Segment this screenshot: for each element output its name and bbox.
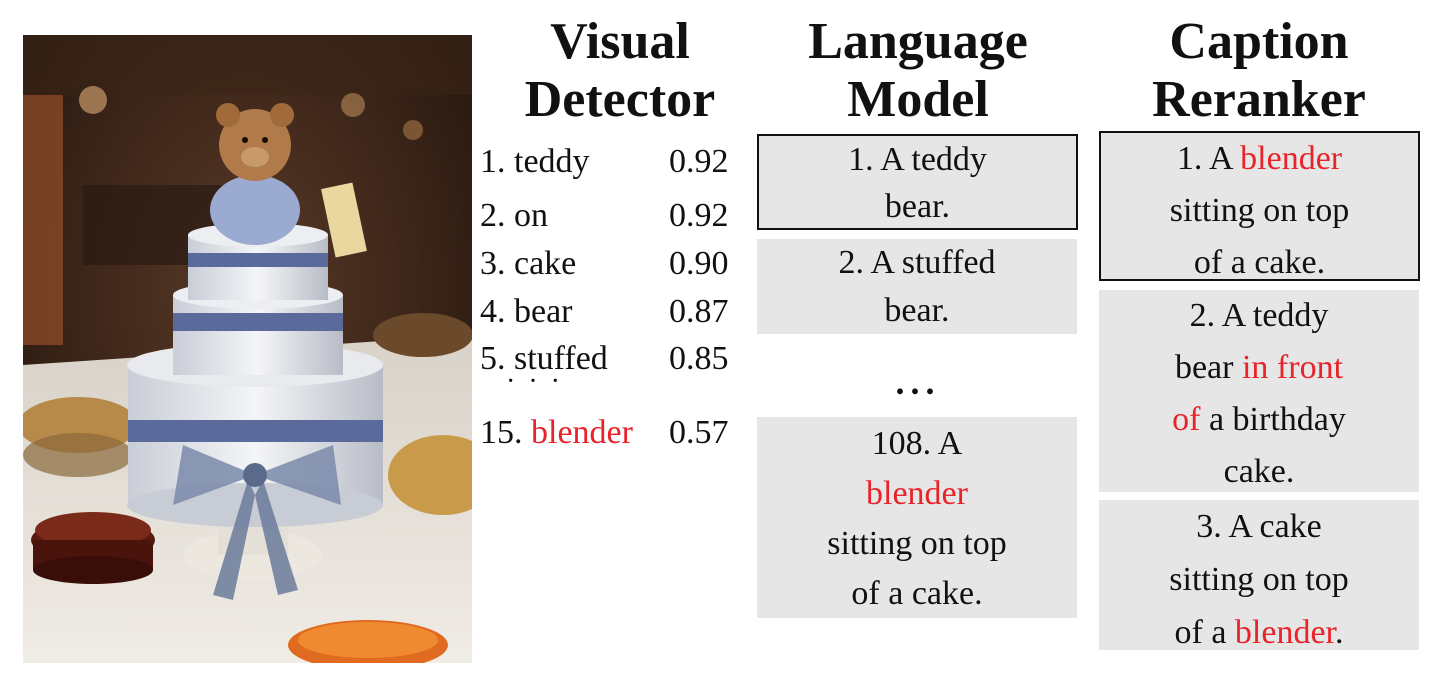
heading-line: Visual xyxy=(550,13,690,70)
detector-word: 4. bear xyxy=(480,293,573,330)
caption-line: of a cake. xyxy=(851,575,983,612)
language-model-ellipsis: ... xyxy=(895,362,941,402)
caption-highlight: blender xyxy=(1234,614,1335,651)
caption-reranker-heading: Caption Reranker xyxy=(1100,13,1418,129)
caption-line: sitting on top xyxy=(827,525,1007,562)
caption-line: 2. A teddy xyxy=(1189,297,1329,334)
caption-text: . xyxy=(1335,614,1344,651)
detector-word-highlight: blender xyxy=(531,414,633,451)
caption-highlight: in front xyxy=(1241,349,1344,386)
reranker-caption: 2. A teddy bear in front of a birthday c… xyxy=(1099,290,1419,492)
language-model-caption-selected: 1. A teddy bear. xyxy=(757,134,1078,230)
caption-text: of a xyxy=(1174,614,1235,651)
caption-line: sitting on top xyxy=(1169,561,1349,598)
heading-line: Detector xyxy=(524,71,716,128)
caption-line: of a cake. xyxy=(1193,244,1326,281)
caption-line: of a birthday xyxy=(1172,401,1346,438)
heading-line: Language xyxy=(808,13,1028,70)
caption-highlight: blender xyxy=(1240,140,1343,177)
caption-line: bear in front xyxy=(1175,349,1343,386)
detector-word: 2. on xyxy=(480,197,548,234)
visual-detector-heading: Visual Detector xyxy=(495,13,745,129)
heading-line: Caption xyxy=(1169,13,1349,70)
caption-line: bear. xyxy=(884,188,951,225)
caption-line: cake. xyxy=(1223,453,1295,490)
detector-score: 0.87 xyxy=(669,293,729,330)
language-model-caption: 2. A stuffed bear. xyxy=(757,239,1077,334)
language-model-heading: Language Model xyxy=(760,13,1076,129)
detector-score: 0.57 xyxy=(669,414,729,451)
caption-line: 2. A stuffed xyxy=(838,244,996,281)
heading-line: Reranker xyxy=(1152,71,1366,128)
detector-score: 0.92 xyxy=(669,197,729,234)
caption-text: bear xyxy=(1174,349,1242,386)
detector-word: 3. cake xyxy=(480,245,577,282)
detector-word: 5. stuffed xyxy=(480,340,608,377)
caption-line: sitting on top xyxy=(1169,192,1350,229)
caption-text: 1. A xyxy=(1176,140,1241,177)
detector-score: 0.85 xyxy=(669,340,729,377)
detector-word: 1. teddy xyxy=(480,143,590,180)
caption-highlight: blender xyxy=(866,475,968,512)
reranker-caption-selected: 1. A blender sitting on top of a cake. xyxy=(1099,131,1420,281)
detector-score: 0.92 xyxy=(669,143,729,180)
caption-line: of a blender. xyxy=(1175,614,1344,651)
caption-line: 3. A cake xyxy=(1196,508,1322,545)
caption-line: 1. A blender xyxy=(1177,140,1342,177)
language-model-caption: 108. A blender sitting on top of a cake. xyxy=(757,417,1077,618)
detector-word-last: 15. blender xyxy=(480,413,633,453)
caption-line: 1. A teddy xyxy=(848,141,987,178)
caption-text: a birthday xyxy=(1200,401,1346,438)
detector-ellipsis: · · · xyxy=(506,366,563,397)
caption-highlight: of xyxy=(1172,401,1201,438)
reranker-caption: 3. A cake sitting on top of a blender. xyxy=(1099,500,1419,651)
caption-line: bear. xyxy=(884,292,950,329)
caption-line: 108. A xyxy=(871,425,963,462)
diaper-cake-photo xyxy=(23,35,472,663)
heading-line: Model xyxy=(847,71,989,128)
detector-word-prefix: 15. xyxy=(480,414,531,451)
detector-score: 0.90 xyxy=(669,245,729,282)
